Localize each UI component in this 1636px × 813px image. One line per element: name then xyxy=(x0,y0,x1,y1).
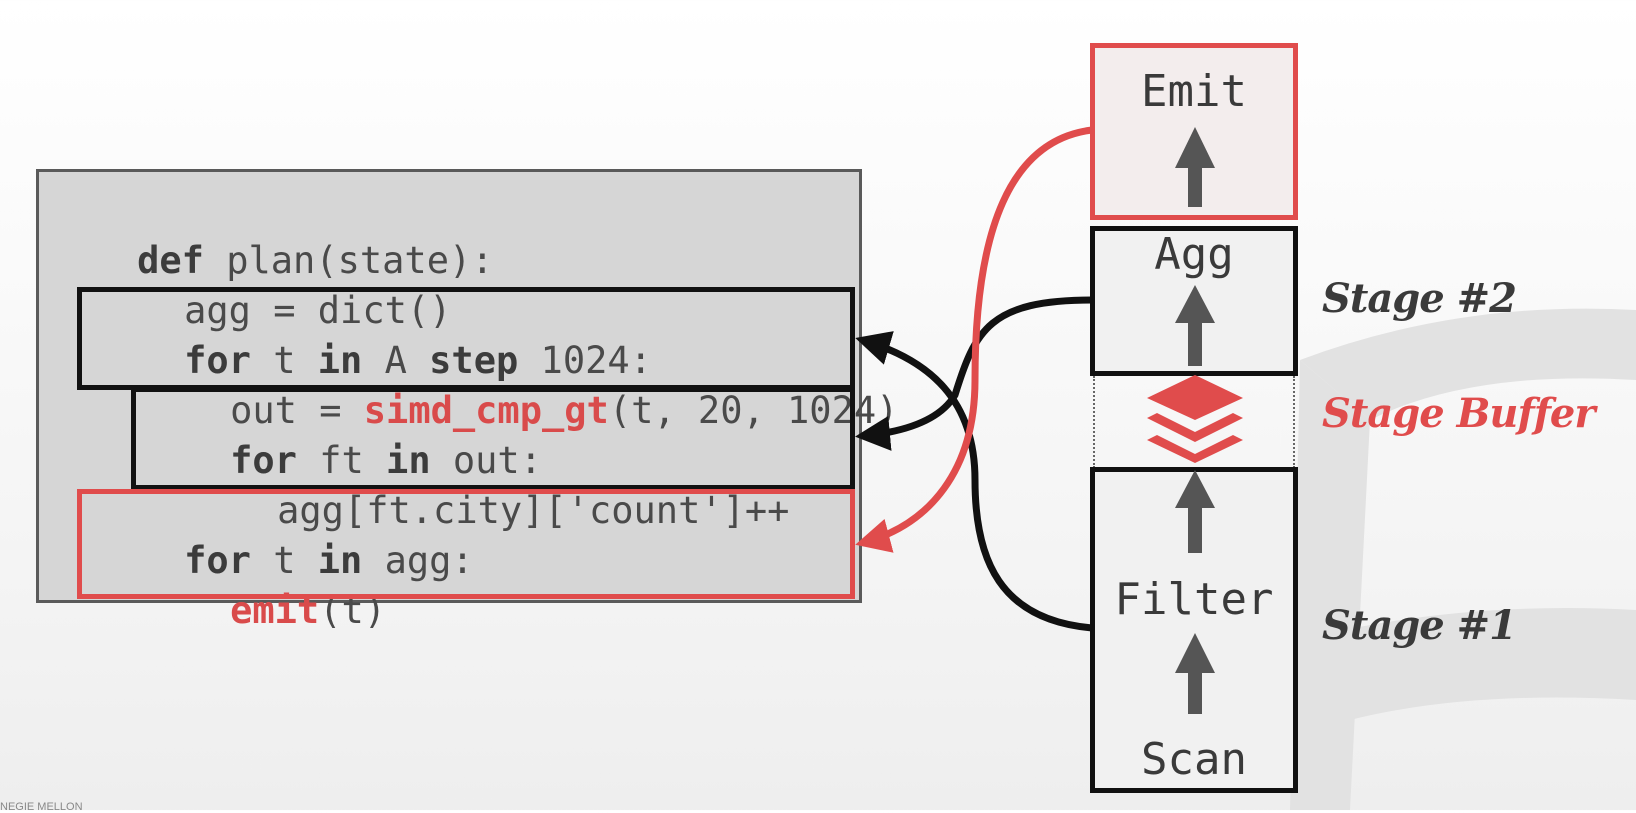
up-arrow-icon xyxy=(1175,470,1215,553)
filter-label: Filter xyxy=(1114,574,1274,625)
code-line-2: agg = dict() xyxy=(95,236,451,332)
stage-buffer-label: Stage Buffer xyxy=(1322,390,1595,437)
code-text: agg: xyxy=(362,539,474,582)
code-text: t xyxy=(250,539,318,582)
code-text: agg[ft.city]['count']++ xyxy=(277,489,790,532)
emit-label: Emit xyxy=(1141,66,1247,117)
keyword: in xyxy=(317,539,363,582)
keyword: for xyxy=(184,539,251,582)
code-text: plan(state): xyxy=(203,239,494,282)
filter-arrow xyxy=(855,331,1093,632)
stage-buffer-region xyxy=(1093,376,1295,468)
code-text: 1024: xyxy=(518,339,652,382)
layers-icon xyxy=(1147,375,1243,463)
code-text: A xyxy=(362,339,430,382)
code-text: t xyxy=(250,339,318,382)
footer-text: NEGIE MELLON xyxy=(0,801,83,813)
agg-arrow xyxy=(855,296,1093,451)
code-text: out: xyxy=(430,439,542,482)
stage2-agg-block xyxy=(131,387,855,490)
code-text: agg = dict() xyxy=(184,289,452,332)
keyword: for xyxy=(184,339,251,382)
function-name: simd_cmp_gt xyxy=(363,389,609,432)
code-line-3: for t in A step 1024: xyxy=(95,286,652,382)
agg-label: Agg xyxy=(1154,229,1234,280)
code-text: ft xyxy=(296,439,387,482)
stage1-label: Stage #1 xyxy=(1322,602,1517,649)
code-line-6: agg[ft.city]['count']++ xyxy=(188,436,789,532)
up-arrow-icon xyxy=(1175,285,1215,366)
code-line-7: for t in agg: xyxy=(95,486,474,582)
keyword: def xyxy=(137,239,204,282)
keyword: for xyxy=(230,439,297,482)
scan-label: Scan xyxy=(1141,734,1247,785)
keyword: in xyxy=(317,339,363,382)
emit-block xyxy=(77,489,855,599)
code-line-1: def plan(state): xyxy=(48,186,493,282)
code-text: (t, 20, 1024) xyxy=(608,389,899,432)
emit-arrow xyxy=(855,126,1093,553)
up-arrow-icon xyxy=(1175,633,1215,714)
code-line-5: for ft in out: xyxy=(141,386,542,482)
code-line-4: out = simd_cmp_gt(t, 20, 1024) xyxy=(141,336,898,432)
keyword: in xyxy=(386,439,431,482)
stage2-label: Stage #2 xyxy=(1322,275,1517,322)
keyword: step xyxy=(429,339,519,382)
up-arrow-icon xyxy=(1175,127,1215,207)
code-text: out = xyxy=(230,389,364,432)
